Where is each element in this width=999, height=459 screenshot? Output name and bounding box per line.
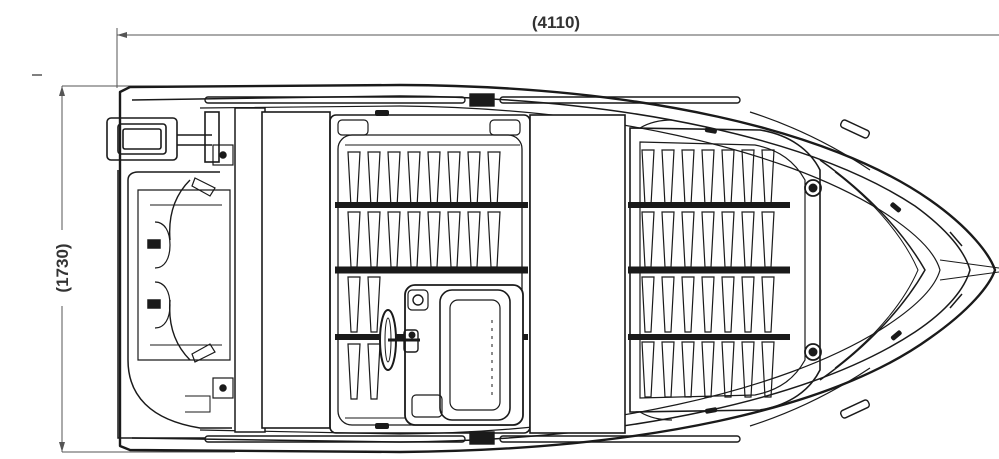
length-dimension-label: (4110)	[532, 13, 580, 32]
deck-fittings	[375, 110, 902, 429]
bow-deck	[628, 119, 822, 421]
front-bench-seat	[529, 114, 626, 434]
width-dimension: (1730)	[32, 74, 235, 453]
stern-cockpit	[117, 144, 234, 439]
gunwale-rails	[204, 93, 871, 445]
width-dimension-label: (1730)	[53, 243, 72, 292]
steering-wheel	[379, 309, 420, 371]
rear-bench-seat	[234, 107, 331, 433]
outboard-motor-mount	[106, 111, 220, 163]
bow-cleat-bottom	[804, 343, 822, 361]
hull-outline	[118, 83, 999, 454]
length-dimension: (4110)	[116, 10, 999, 88]
steering-console	[379, 284, 524, 426]
bow-cleat-top	[804, 179, 822, 197]
